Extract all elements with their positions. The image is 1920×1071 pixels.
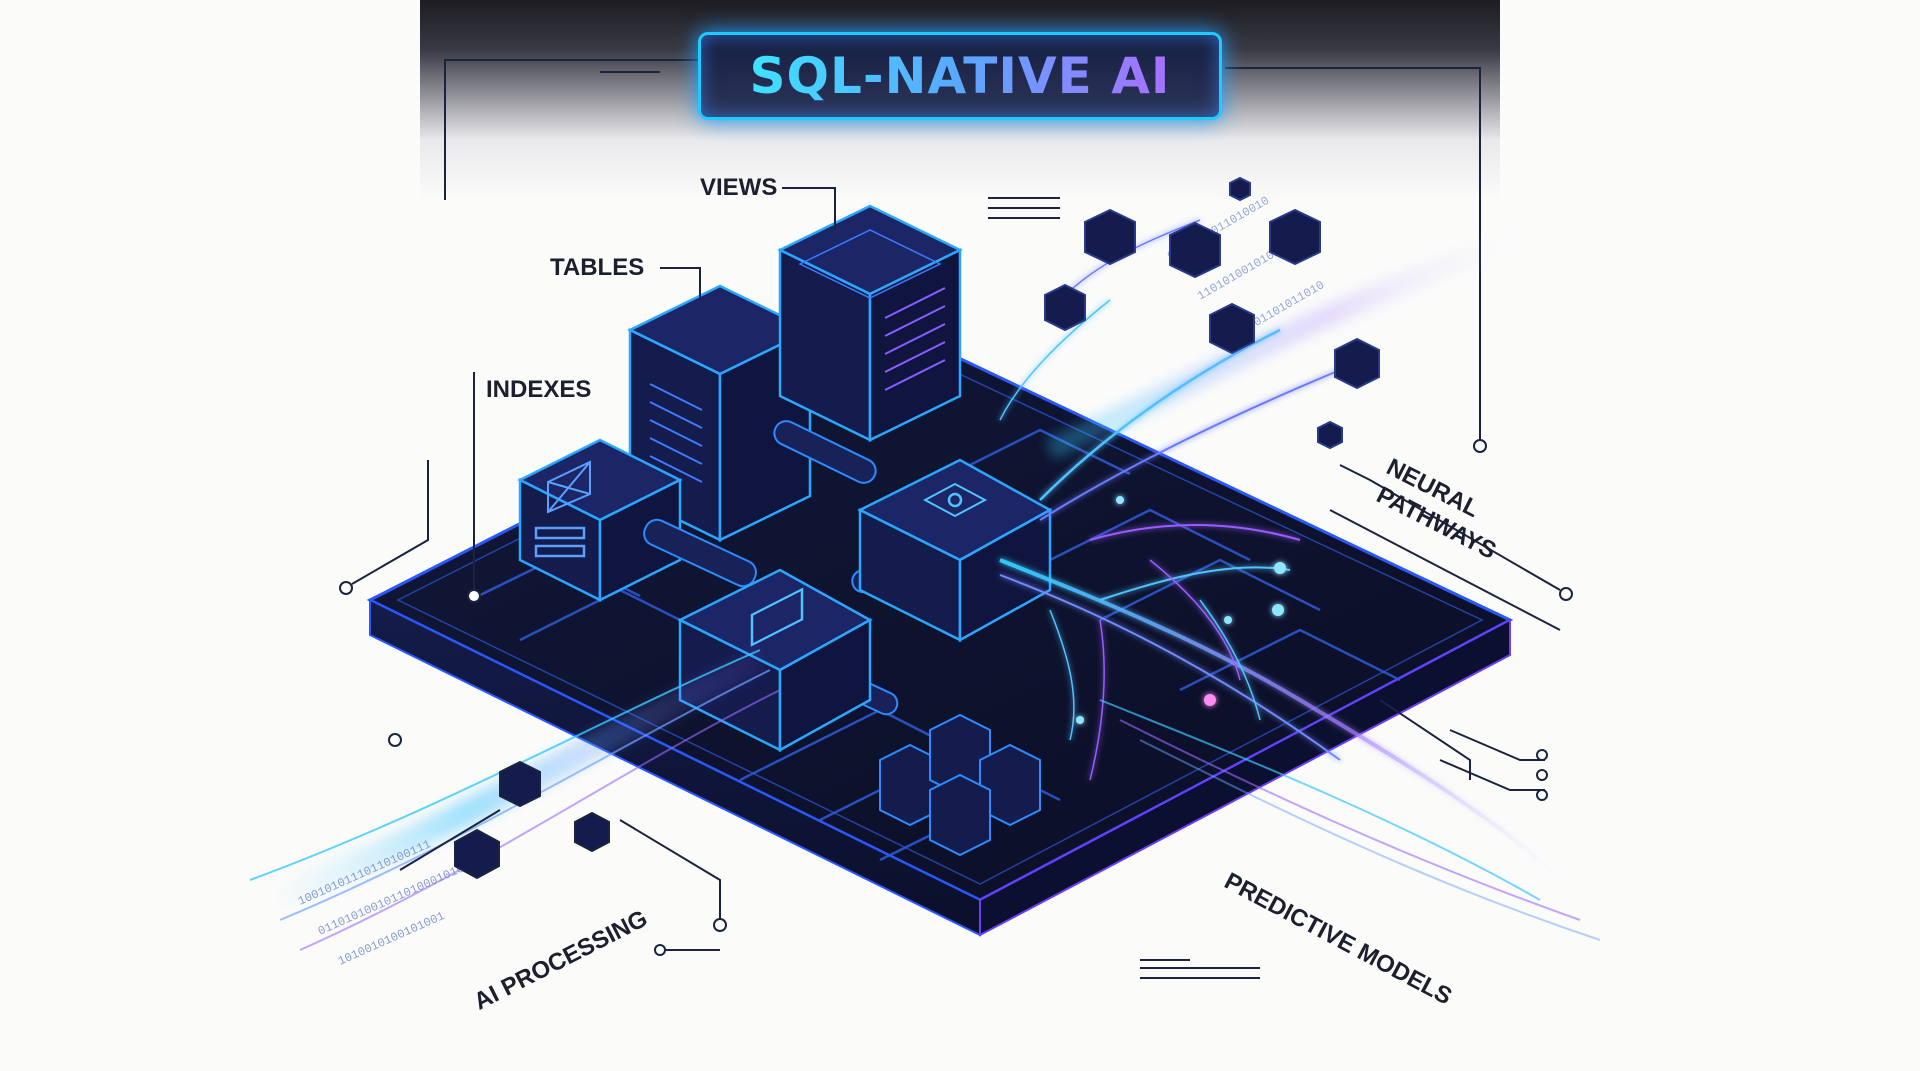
neural-nodes: [1076, 496, 1286, 724]
label-views: VIEWS: [700, 174, 778, 201]
lower-right-stream: [1099, 699, 1601, 941]
central-hub: [857, 458, 1053, 643]
cube-cluster: [879, 713, 1041, 857]
diagram-title: SQL-NATIVE AI: [749, 47, 1171, 105]
title-banner: SQL-NATIVE AI: [698, 32, 1222, 120]
indexes-block: [517, 438, 683, 603]
frame-lines: [339, 59, 1487, 595]
label-tables: TABLES: [550, 254, 645, 281]
floating-cubes: [1044, 176, 1380, 450]
callout-lines: [388, 187, 1573, 979]
label-indexes: INDEXES: [486, 376, 592, 403]
views-server: [777, 204, 963, 443]
processing-block: [677, 568, 873, 753]
